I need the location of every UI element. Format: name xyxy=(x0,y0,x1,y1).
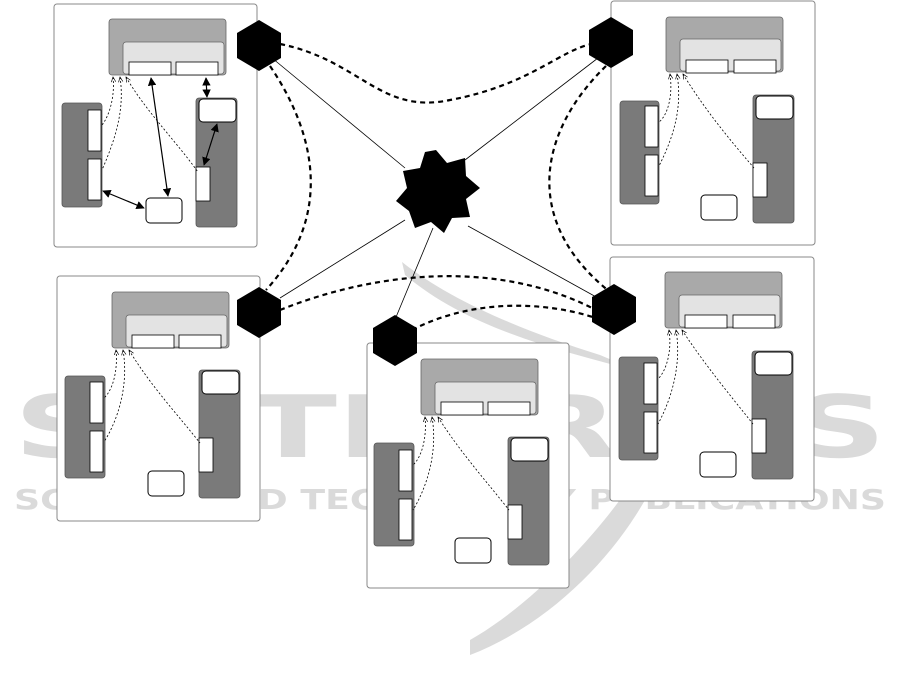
left-slot-lower xyxy=(644,412,657,453)
left-slot-upper xyxy=(644,363,657,404)
link-center-bottom-center xyxy=(394,228,433,322)
slot-left xyxy=(129,62,171,75)
left-slot-upper xyxy=(90,382,103,423)
right-slot xyxy=(753,163,767,197)
link-center-bottom-left xyxy=(280,220,405,298)
slot-right xyxy=(179,335,221,348)
free-node xyxy=(700,452,736,477)
right-cap xyxy=(511,438,548,461)
slot-left xyxy=(685,315,727,328)
left-slot-upper xyxy=(88,110,101,151)
slot-left xyxy=(686,60,728,73)
link-top-left-bottom-left xyxy=(266,66,311,290)
free-node xyxy=(146,198,182,223)
left-slot-lower xyxy=(90,431,103,472)
link-top-right-bottom-right xyxy=(549,66,610,292)
link-top-left-top-right xyxy=(280,44,592,103)
right-cap xyxy=(755,352,792,375)
free-node xyxy=(455,538,491,563)
left-slot-lower xyxy=(399,499,412,540)
component-box-top-left xyxy=(54,4,257,247)
slot-right xyxy=(176,62,218,75)
left-slot-upper xyxy=(645,106,658,147)
right-slot xyxy=(508,505,522,539)
component-box-bottom-center xyxy=(367,343,569,588)
left-slot-lower xyxy=(645,155,658,196)
component-box-bottom-right xyxy=(610,257,814,501)
link-center-top-right xyxy=(465,58,598,160)
slot-right xyxy=(734,60,776,73)
slot-right xyxy=(488,402,530,415)
component-box-top-right xyxy=(611,1,815,245)
free-node xyxy=(148,471,184,496)
slot-left xyxy=(441,402,483,415)
slot-left xyxy=(132,335,174,348)
slot-right xyxy=(733,315,775,328)
right-cap xyxy=(202,371,239,394)
free-node xyxy=(701,195,737,220)
central-hub-node xyxy=(396,150,480,233)
right-slot xyxy=(196,167,210,201)
right-cap xyxy=(199,99,236,122)
right-slot xyxy=(752,419,766,453)
link-center-top-left xyxy=(272,58,405,168)
component-box-bottom-left xyxy=(57,276,260,521)
right-cap xyxy=(756,96,793,119)
right-slot xyxy=(199,438,213,472)
left-slot-lower xyxy=(88,159,101,200)
left-slot-upper xyxy=(399,450,412,491)
